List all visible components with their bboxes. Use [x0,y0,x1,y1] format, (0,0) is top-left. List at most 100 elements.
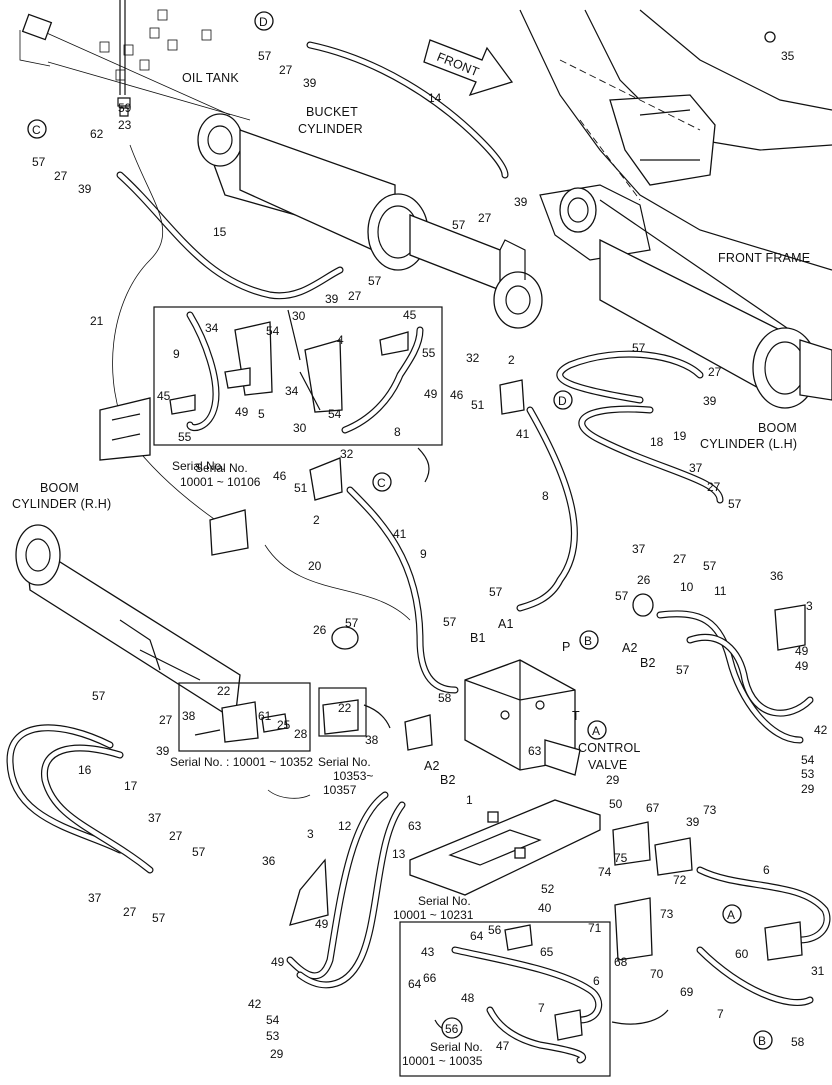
svg-text:39: 39 [78,182,92,196]
svg-text:72: 72 [673,873,687,887]
front-arrow: FRONT [423,39,514,97]
svg-text:54: 54 [328,407,342,421]
port-a2-right: A2 [622,641,638,655]
svg-text:9: 9 [420,547,427,561]
serial-2: Serial No. : 10001 ~ 10352 [170,755,313,769]
svg-text:57: 57 [92,689,106,703]
svg-text:59: 59 [118,101,132,115]
ref-a-lower: A [727,908,735,922]
svg-text:14: 14 [428,91,442,105]
serial-1-a: Serial No. [195,461,248,475]
control-valve: CONTROL VALVE [464,659,641,776]
svg-text:57: 57 [258,49,272,63]
svg-text:57: 57 [615,589,629,603]
svg-text:53: 53 [266,1029,280,1043]
ref-a-valve: A [592,724,600,738]
svg-text:61: 61 [258,709,272,723]
svg-text:57: 57 [489,585,503,599]
svg-text:29: 29 [606,773,620,787]
svg-text:63: 63 [528,744,542,758]
svg-text:73: 73 [660,907,674,921]
svg-text:21: 21 [90,314,104,328]
circle-refs: D C C D B A A B 56 [27,11,773,1050]
svg-text:12: 12 [338,819,352,833]
svg-text:43: 43 [421,945,435,959]
svg-text:27: 27 [478,211,492,225]
svg-text:37: 37 [88,891,102,905]
svg-text:42: 42 [814,723,828,737]
svg-text:26: 26 [637,573,651,587]
svg-text:10: 10 [680,580,694,594]
svg-text:37: 37 [148,811,162,825]
oil-tank-label: OIL TANK [182,71,239,85]
svg-text:55: 55 [178,430,192,444]
svg-text:52: 52 [541,882,555,896]
svg-text:20: 20 [308,559,322,573]
boom-lh-label-2: CYLINDER (L.H) [700,437,797,451]
svg-text:45: 45 [157,389,171,403]
svg-text:46: 46 [450,388,464,402]
serial-notes: Serial No. 10001 ~ 10106 Serial No. : 10… [170,461,483,1068]
svg-text:39: 39 [156,744,170,758]
svg-text:7: 7 [717,1007,724,1021]
svg-text:5: 5 [258,407,265,421]
svg-text:57: 57 [703,559,717,573]
svg-text:27: 27 [54,169,68,183]
svg-text:71: 71 [588,921,602,935]
svg-text:67: 67 [646,801,660,815]
front-frame: FRONT FRAME [519,9,832,371]
svg-text:27: 27 [348,289,362,303]
svg-text:3: 3 [307,827,314,841]
bucket-cylinder-label-2: CYLINDER [298,122,363,136]
svg-text:51: 51 [471,398,485,412]
svg-text:62: 62 [90,127,104,141]
inset-box-lines [399,921,611,1077]
svg-text:49: 49 [795,644,809,658]
svg-text:57: 57 [192,845,206,859]
svg-text:47: 47 [496,1039,510,1053]
svg-text:74: 74 [598,865,612,879]
svg-text:22: 22 [217,684,231,698]
svg-text:49: 49 [235,405,249,419]
svg-text:37: 37 [689,461,703,475]
svg-text:1: 1 [466,793,473,807]
svg-text:65: 65 [540,945,554,959]
svg-text:22: 22 [338,701,352,715]
svg-text:40: 40 [538,901,552,915]
control-valve-label-1: CONTROL [578,741,641,755]
svg-text:7: 7 [538,1001,545,1015]
svg-text:8: 8 [542,489,549,503]
svg-text:35: 35 [781,49,795,63]
serial-4-b: 10001 ~ 10231 [393,908,474,922]
port-p: P [562,640,571,654]
boom-cylinder-rh: BOOM CYLINDER (R.H) [12,481,241,722]
svg-text:30: 30 [293,421,307,435]
svg-text:2: 2 [508,353,515,367]
inset-box-fitting [178,682,367,752]
svg-text:49: 49 [795,659,809,673]
port-b2-left: B2 [440,773,456,787]
brackets [99,379,806,961]
svg-text:39: 39 [686,815,700,829]
port-a2-left: A2 [424,759,440,773]
svg-text:48: 48 [461,991,475,1005]
svg-text:9: 9 [173,347,180,361]
ref-c-mid: C [377,476,386,490]
port-b2-right: B2 [640,656,656,670]
svg-text:57: 57 [452,218,466,232]
port-t: T [572,709,580,723]
svg-text:57: 57 [632,341,646,355]
svg-text:57: 57 [32,155,46,169]
svg-text:36: 36 [262,854,276,868]
oil-tank: OIL TANK [19,0,251,121]
svg-text:69: 69 [680,985,694,999]
port-b1: B1 [470,631,486,645]
svg-text:56: 56 [488,923,502,937]
svg-text:18: 18 [650,435,664,449]
mounting-plate [409,799,601,896]
svg-text:54: 54 [266,1013,280,1027]
ref-56-circle: 56 [445,1022,459,1036]
svg-text:8: 8 [394,425,401,439]
svg-text:53: 53 [801,767,815,781]
